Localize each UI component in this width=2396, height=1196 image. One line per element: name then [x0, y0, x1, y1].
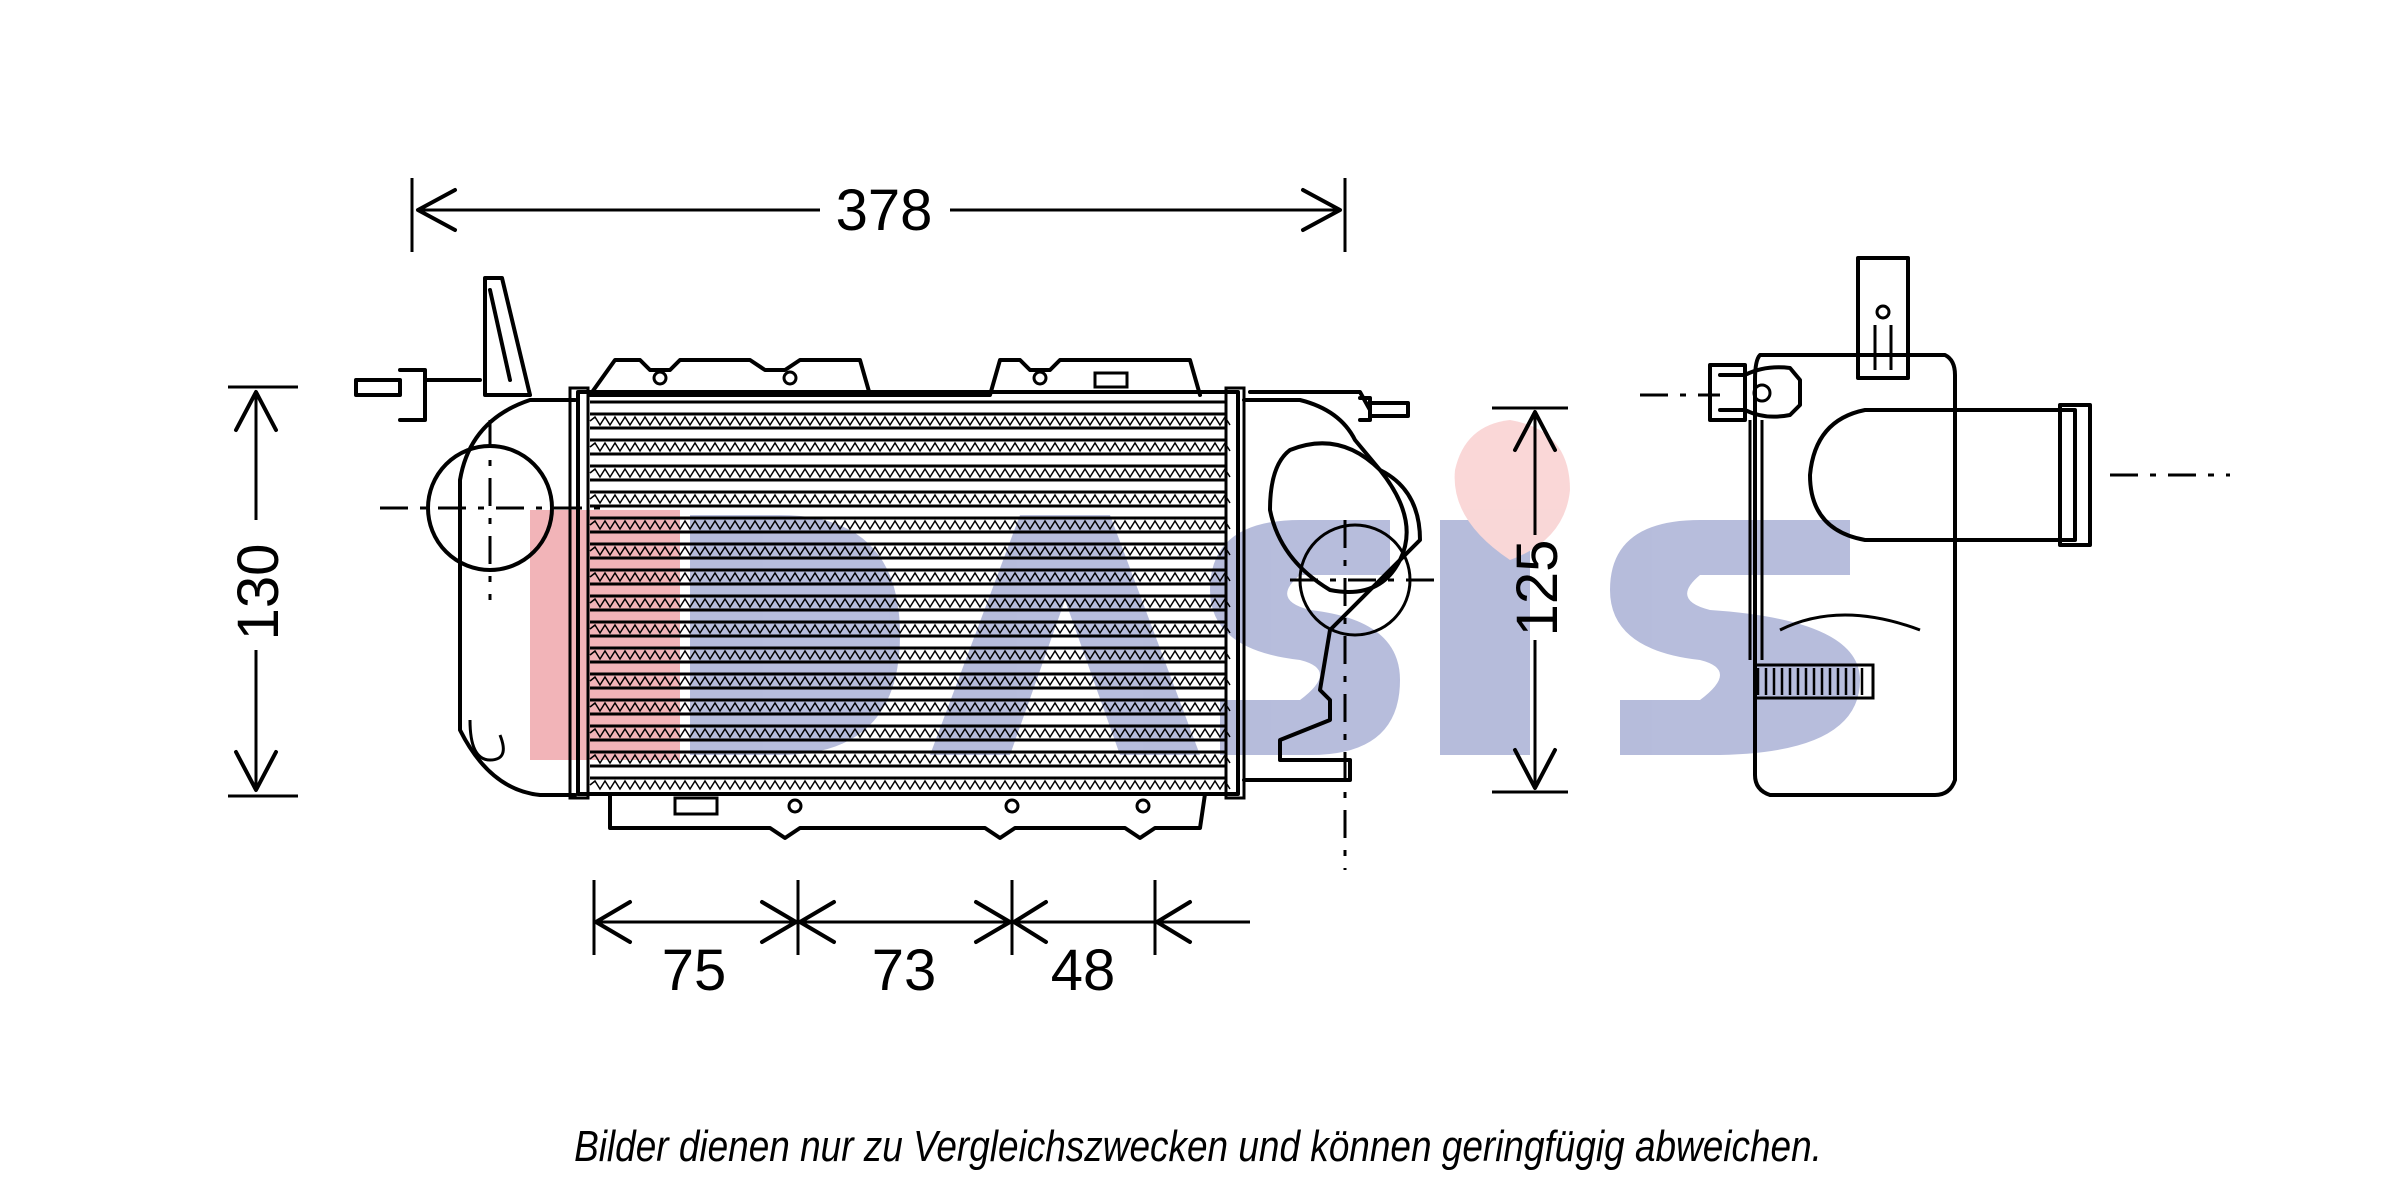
- core-fin-zigzag: [589, 597, 1231, 609]
- core-fin-zigzag: [589, 571, 1231, 583]
- top-flange: [588, 358, 1202, 397]
- side-grille: [1753, 663, 1875, 700]
- right-mount-pin: [1248, 390, 1410, 422]
- side-mount-hole: [1752, 383, 1772, 403]
- width-dimension-label: 378: [836, 178, 933, 243]
- core-fin-zigzag: [589, 753, 1231, 765]
- segment-2-label: 73: [872, 938, 937, 1003]
- width-dim-arrow-right: [1301, 188, 1342, 232]
- seg1-arrow-left: [594, 900, 632, 944]
- core-fin-zigzag: [589, 649, 1231, 661]
- left-tank: [458, 398, 577, 797]
- seg3-arrow-left: [1012, 900, 1048, 944]
- right-side-plate: [1224, 386, 1246, 800]
- core-dim-arrow-top: [1513, 410, 1557, 452]
- side-tab-line: [1873, 325, 1893, 370]
- left-mount-pin: [354, 368, 482, 422]
- core-fin-zigzag: [589, 415, 1231, 427]
- side-arc: [1779, 613, 1921, 632]
- left-bracket: [483, 276, 532, 397]
- front-view: [354, 276, 1440, 870]
- dimension-lines: 378 130 125 75 73 48: [226, 178, 1570, 1003]
- core-fin-zigzag: [589, 779, 1231, 791]
- watermark-pink-dot: [1454, 420, 1570, 560]
- top-hole-2: [782, 370, 798, 386]
- core-height-dimension-label: 125: [1505, 540, 1570, 637]
- bottom-flange: [608, 792, 1207, 840]
- side-pipe-flange: [2058, 403, 2092, 547]
- side-top-tab: [1856, 256, 1910, 380]
- bottom-slot: [673, 796, 719, 816]
- side-mount-ear: [1743, 365, 1802, 419]
- core-fin-zigzag: [589, 519, 1231, 531]
- disclaimer-caption: Bilder dienen nur zu Vergleichszwecken u…: [574, 1122, 1822, 1171]
- side-outlet-pipe: [1808, 408, 2077, 542]
- bottom-hole-2: [1004, 798, 1020, 814]
- right-tank: [1242, 398, 1422, 782]
- seg2-arrow-left: [798, 900, 836, 944]
- seg3-arrow-right: [1155, 900, 1192, 944]
- top-hole-1: [652, 370, 668, 386]
- right-outlet-port: [1268, 441, 1409, 594]
- core-frame: [576, 390, 1240, 796]
- core-fin-zigzag: [589, 545, 1231, 557]
- side-tab-hole: [1875, 304, 1891, 320]
- height-dim-arrow-bottom: [234, 750, 278, 792]
- core-fin-zigzag: [589, 441, 1231, 453]
- side-grille-frame: [1753, 663, 1875, 700]
- core-fin-zigzag: [589, 623, 1231, 635]
- watermark-letter-s: [1210, 520, 1400, 755]
- top-hole-3: [1032, 370, 1048, 386]
- seg2-arrow-right: [974, 900, 1012, 944]
- core-fins: [589, 400, 1231, 791]
- bottom-hole-3: [1135, 798, 1151, 814]
- core-fin-zigzag: [589, 675, 1231, 687]
- side-view: [1640, 256, 2230, 797]
- side-rod: [1748, 420, 1764, 660]
- side-mount-bracket: [1708, 363, 1747, 422]
- watermark-letter-i: [1440, 520, 1530, 755]
- width-dim-arrow-left: [416, 188, 457, 232]
- aks-dasis-watermark: [530, 420, 1860, 760]
- watermark-letter-a2: [930, 515, 1200, 755]
- bottom-hole-1: [787, 798, 803, 814]
- core-dim-arrow-bottom: [1513, 748, 1557, 790]
- core-fin-zigzag: [589, 727, 1231, 739]
- seg1-arrow-right: [760, 900, 798, 944]
- height-dim-arrow-top: [234, 390, 278, 432]
- segment-1-label: 75: [662, 938, 727, 1003]
- core-fin-zigzag: [589, 493, 1231, 505]
- core-fin-zigzag: [589, 701, 1231, 713]
- watermark-letter-s2: [1610, 520, 1860, 755]
- left-side-plate: [568, 386, 590, 800]
- height-dimension-label: 130: [226, 544, 291, 641]
- left-tank-foot: [468, 719, 505, 762]
- core-fin-zigzag: [589, 467, 1231, 479]
- top-slot: [1093, 371, 1129, 389]
- segment-3-label: 48: [1051, 938, 1116, 1003]
